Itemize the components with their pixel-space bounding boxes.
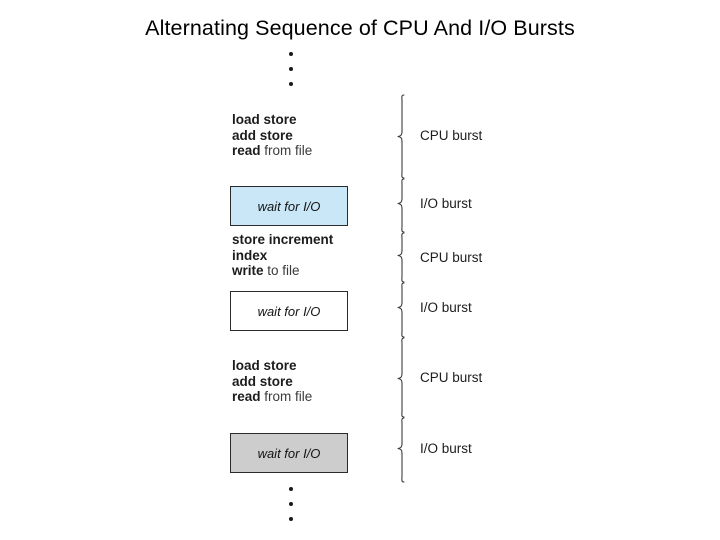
brace-column-svg xyxy=(397,94,405,483)
cpu-instruction-line: add store xyxy=(232,128,412,144)
wait-for-io-box: wait for I/O xyxy=(230,291,348,331)
brace-segment xyxy=(397,178,405,233)
brace-column xyxy=(396,92,422,484)
ellipsis-dot xyxy=(289,502,293,506)
burst-label-io: I/O burst xyxy=(420,196,472,211)
instruction-keyword: add store xyxy=(232,373,293,389)
instruction-keyword: index xyxy=(232,247,268,263)
vertical-ellipsis-top xyxy=(284,52,298,86)
cpu-instruction-line: read from file xyxy=(232,143,412,159)
instruction-operand: from file xyxy=(260,143,313,158)
ellipsis-dot xyxy=(289,67,293,71)
vertical-ellipsis-bottom xyxy=(284,487,298,521)
ellipsis-dot xyxy=(289,517,293,521)
page-title: Alternating Sequence of CPU And I/O Burs… xyxy=(145,16,575,40)
instruction-keyword: load store xyxy=(232,112,297,127)
instruction-keyword: store increment xyxy=(232,232,334,247)
burst-label-io: I/O burst xyxy=(420,441,472,456)
wait-for-io-box: wait for I/O xyxy=(230,186,348,226)
burst-label-cpu: CPU burst xyxy=(420,250,483,265)
instruction-keyword: read xyxy=(232,143,261,158)
cpu-instruction-line: write to file xyxy=(232,263,412,279)
cpu-instruction-line: store increment xyxy=(232,232,412,248)
cpu-instruction-line: index xyxy=(232,248,412,264)
brace-segment xyxy=(397,232,405,283)
cpu-instruction-line: load store xyxy=(232,112,412,128)
burst-label-cpu: CPU burst xyxy=(420,370,483,385)
cpu-instruction-line: add store xyxy=(232,374,412,390)
ellipsis-dot xyxy=(289,487,293,491)
ellipsis-dot xyxy=(289,82,293,86)
brace-segment xyxy=(397,337,405,418)
cpu-instruction-block: store increment index write to file xyxy=(232,232,412,279)
ellipsis-dot xyxy=(289,52,293,56)
instruction-keyword: write xyxy=(232,263,264,278)
burst-label-cpu: CPU burst xyxy=(420,128,483,143)
wait-for-io-label: wait for I/O xyxy=(257,198,321,214)
brace-segment xyxy=(397,94,405,179)
instruction-operand: from file xyxy=(260,389,313,404)
wait-for-io-label: wait for I/O xyxy=(257,445,321,461)
brace-segment xyxy=(397,282,405,338)
burst-label-io: I/O burst xyxy=(420,300,472,315)
instruction-keyword: load store xyxy=(232,358,297,373)
instruction-keyword: add store xyxy=(232,127,293,143)
brace-segment xyxy=(397,417,405,483)
wait-for-io-label: wait for I/O xyxy=(257,303,321,319)
cpu-instruction-line: read from file xyxy=(232,389,412,405)
cpu-instruction-block: load store add store read from file xyxy=(232,358,412,405)
instruction-operand: to file xyxy=(263,263,300,278)
cpu-instruction-block: load store add store read from file xyxy=(232,112,412,159)
instruction-keyword: read xyxy=(232,389,261,404)
cpu-instruction-line: load store xyxy=(232,358,412,374)
wait-for-io-box: wait for I/O xyxy=(230,433,348,473)
